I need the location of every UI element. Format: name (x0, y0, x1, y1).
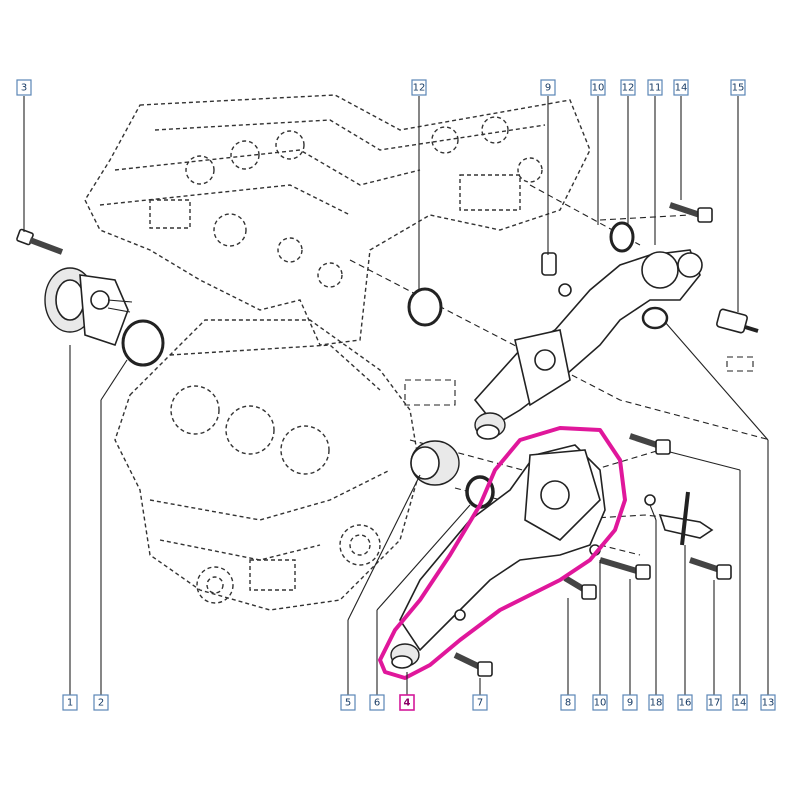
svg-text:13: 13 (762, 698, 775, 709)
pump-bolt-part (16, 228, 64, 255)
callout-9-top: 9 (540, 79, 556, 96)
svg-text:10: 10 (594, 698, 607, 709)
callout-1: 1 (62, 694, 78, 711)
callout-10-top: 10 (590, 79, 606, 96)
callout-12-right: 12 (620, 79, 636, 96)
callout-2: 2 (93, 694, 109, 711)
bushing-part (410, 440, 495, 509)
temperature-sensor-part (716, 308, 759, 334)
callout-15: 15 (730, 79, 746, 96)
lower-coolant-pipe (390, 444, 606, 669)
svg-text:3: 3 (21, 83, 27, 94)
svg-text:16: 16 (679, 698, 692, 709)
callout-14-top: 14 (673, 79, 689, 96)
engine-block-drawing (84, 94, 591, 611)
bolt-parts (453, 202, 732, 677)
highlight-outline (378, 426, 627, 680)
callout-10-bottom: 10 (592, 694, 608, 711)
svg-text:15: 15 (732, 83, 745, 94)
upper-coolant-pipe (407, 221, 703, 440)
svg-text:10: 10 (592, 83, 605, 94)
svg-text:14: 14 (675, 83, 688, 94)
svg-text:7: 7 (477, 698, 483, 709)
svg-text:6: 6 (374, 698, 380, 709)
svg-text:14: 14 (734, 698, 747, 709)
svg-text:4: 4 (404, 698, 411, 709)
svg-text:1: 1 (67, 698, 73, 709)
svg-text:12: 12 (622, 83, 635, 94)
svg-text:8: 8 (565, 698, 571, 709)
callout-16: 16 (677, 694, 693, 711)
callout-5: 5 (340, 694, 356, 711)
callout-3: 3 (16, 79, 32, 96)
svg-text:9: 9 (627, 698, 633, 709)
svg-text:5: 5 (345, 698, 351, 709)
callout-8: 8 (560, 694, 576, 711)
svg-text:11: 11 (649, 83, 662, 94)
callout-9-bottom: 9 (622, 694, 638, 711)
callout-18: 18 (648, 694, 664, 711)
o-ring-part (121, 319, 165, 367)
callout-13: 13 (760, 694, 776, 711)
leader-lines (23, 96, 769, 695)
callout-12-left: 12 (411, 79, 427, 96)
callout-6: 6 (369, 694, 385, 711)
svg-text:18: 18 (650, 698, 663, 709)
callout-7: 7 (472, 694, 488, 711)
callout-11: 11 (647, 79, 663, 96)
water-pump-part (44, 267, 133, 347)
callout-4-highlighted: 4 (399, 694, 415, 711)
callout-14-bottom: 14 (732, 694, 748, 711)
svg-text:9: 9 (545, 83, 551, 94)
svg-text:2: 2 (98, 698, 104, 709)
callout-17: 17 (706, 694, 722, 711)
svg-text:12: 12 (413, 83, 426, 94)
svg-text:17: 17 (708, 698, 721, 709)
